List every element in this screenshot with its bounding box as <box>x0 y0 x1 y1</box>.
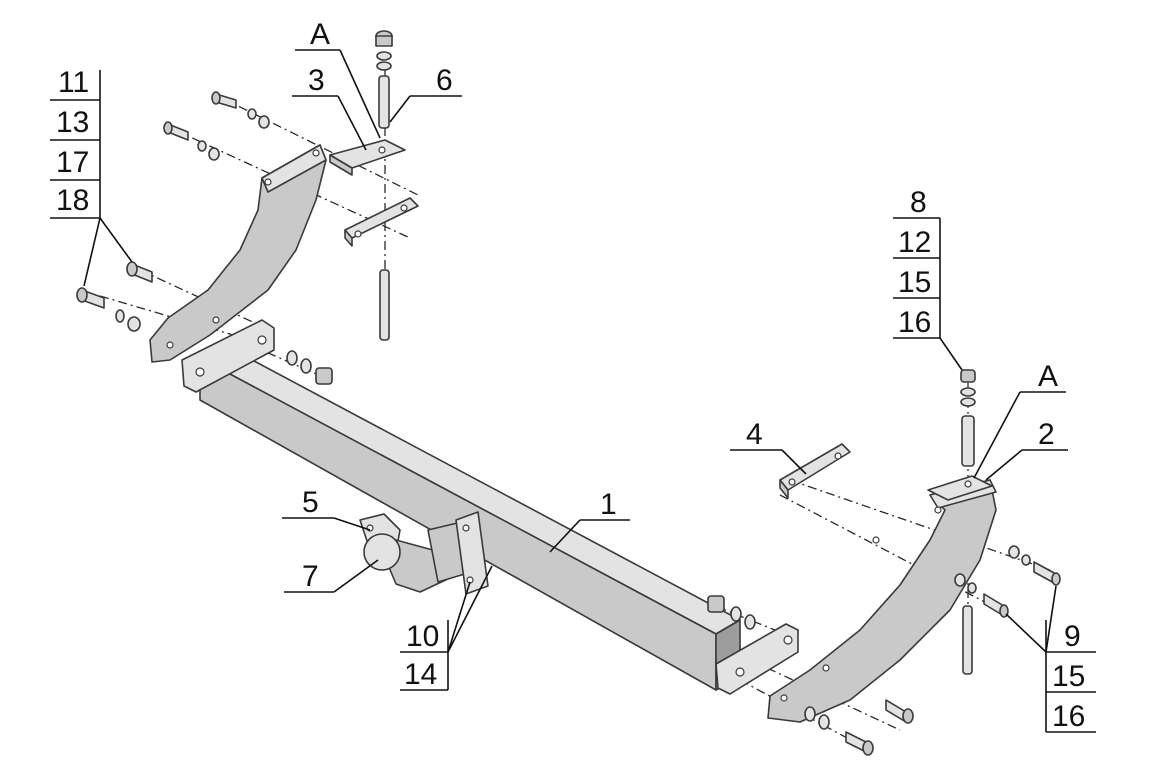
right-clamp-plate <box>779 443 851 499</box>
label-11: 11 <box>58 66 89 99</box>
label-16-bottom: 16 <box>1052 700 1085 733</box>
right-lower-bolts <box>804 699 914 756</box>
callout-labels: 11 13 17 18 A 3 6 8 12 15 16 A 2 4 1 5 7… <box>56 18 1085 733</box>
label-A-left: A <box>310 18 330 51</box>
left-upper-bolts <box>163 91 270 161</box>
label-5: 5 <box>302 486 319 519</box>
label-2: 2 <box>1038 418 1055 451</box>
label-1: 1 <box>600 488 617 521</box>
right-top-plate <box>927 475 993 501</box>
label-15-bottom: 15 <box>1052 660 1085 693</box>
label-10: 10 <box>406 620 439 653</box>
label-16-top: 16 <box>898 306 931 339</box>
label-3: 3 <box>308 64 325 97</box>
right-vertical-bolt <box>960 369 976 675</box>
right-upper-bolts <box>954 545 1061 618</box>
main-crossbar <box>181 319 799 695</box>
label-18: 18 <box>56 184 89 217</box>
label-12: 12 <box>898 226 931 259</box>
left-top-plate <box>329 139 406 176</box>
label-15-top: 15 <box>898 266 931 299</box>
left-side-bracket <box>149 144 327 363</box>
callout-leaders <box>50 49 1096 733</box>
crossbar-right-fasteners <box>707 595 756 630</box>
label-A-right: A <box>1038 360 1058 393</box>
right-side-bracket <box>767 479 997 723</box>
label-9: 9 <box>1064 620 1081 653</box>
tow-ball-assembly <box>359 511 489 595</box>
label-8: 8 <box>910 186 927 219</box>
label-4: 4 <box>746 418 763 451</box>
label-7: 7 <box>302 560 319 593</box>
crossbar-left-fasteners <box>286 350 333 385</box>
label-13: 13 <box>56 106 89 139</box>
label-17: 17 <box>56 146 89 179</box>
label-6: 6 <box>436 64 453 97</box>
left-clamp-plate <box>344 197 419 247</box>
label-14: 14 <box>404 658 437 691</box>
left-vertical-bolt <box>375 30 393 341</box>
left-lower-bolts <box>76 261 153 332</box>
